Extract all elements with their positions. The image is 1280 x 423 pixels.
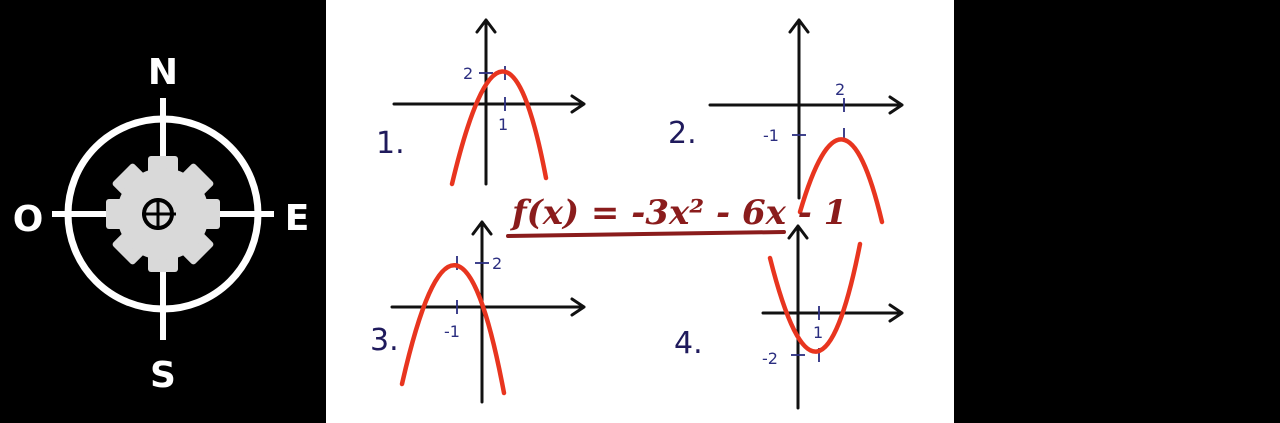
graph-2-parabola (797, 137, 885, 225)
graph-4-parabola (767, 241, 863, 354)
graph-1-number: 1. (376, 126, 405, 161)
graph-4-y-tick-label: -2 (762, 349, 778, 368)
graph-4-y-axis (787, 224, 809, 410)
graph-1-parabola (449, 69, 549, 187)
graph-3-parabola (399, 263, 507, 396)
graph-1-y-tick-label: 2 (463, 64, 473, 83)
compass-south-letter: S (150, 355, 176, 396)
graph-2-x-axis (708, 95, 904, 115)
right-black-panel (954, 0, 1280, 423)
compass-east-letter: E (285, 198, 310, 239)
compass-gear-logo: N S E O (13, 52, 310, 396)
graph-3-number: 3. (370, 323, 399, 358)
graph-2: 2 -1 2. (668, 18, 904, 225)
graph-4-number: 4. (674, 326, 703, 361)
formula-underline (506, 230, 786, 238)
graph-1-y-axis (475, 18, 497, 186)
graph-4-x-tick-label: 1 (813, 323, 823, 342)
graph-2-x-tick-label: 2 (835, 80, 845, 99)
formula-group: f(x) = -3x² - 6x - 1 (506, 193, 847, 238)
graph-2-y-tick-label: -1 (763, 126, 779, 145)
graph-1-x-axis (392, 94, 586, 114)
graph-3-x-tick-label: -1 (444, 322, 460, 341)
graph-1-x-tick-label: 1 (498, 115, 508, 134)
graph-1: 2 1 1. (376, 18, 586, 187)
graph-3: 2 -1 3. (370, 220, 586, 404)
graph-3-y-axis (471, 220, 493, 404)
graph-4: 1 -2 4. (674, 224, 904, 410)
compass-north-letter: N (148, 52, 178, 93)
graph-3-y-tick-label: 2 (492, 254, 502, 273)
whiteboard: 2 1 1. 2 -1 2. 2 -1 3. (326, 0, 954, 423)
gear-icon (106, 156, 220, 272)
compass-west-letter: O (13, 199, 44, 240)
formula-text: f(x) = -3x² - 6x - 1 (510, 193, 847, 233)
graph-2-number: 2. (668, 116, 697, 151)
parabola-graphs-diagram: 2 1 1. 2 -1 2. 2 -1 3. (370, 18, 904, 410)
compass-logo-panel: N S E O (0, 0, 326, 423)
graph-2-y-axis (788, 18, 810, 200)
